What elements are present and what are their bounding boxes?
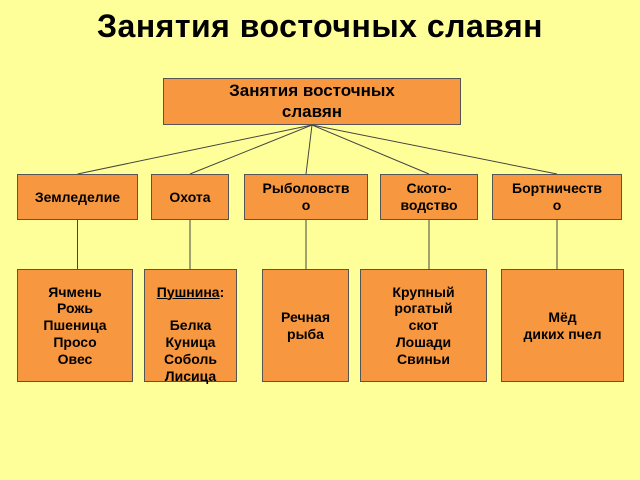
leaf-node-hunting: Пушнина: Белка Куница Соболь Лисица — [144, 269, 237, 384]
root-connectors — [77, 124, 558, 175]
root-connector — [189, 124, 313, 175]
hunting-items: Белка Куница Соболь Лисица — [163, 317, 217, 384]
fur-heading: Пушнина — [156, 283, 220, 300]
leaf-node-beekeeping: Мёд диких пчел — [501, 269, 624, 382]
category-node-hunting: Охота — [151, 174, 229, 220]
category-node-fishing: Рыболовств о — [244, 174, 368, 220]
root-node: Занятия восточных славян — [163, 78, 461, 125]
root-connector — [305, 124, 313, 175]
root-connector — [311, 124, 430, 175]
fur-heading-colon: : — [219, 283, 225, 300]
category-node-cattle: Ското- водство — [380, 174, 478, 220]
leaf-node-cattle: Крупный рогатый скот Лошади Свиньи — [360, 269, 487, 382]
root-connector — [311, 124, 558, 175]
category-node-farming: Земледелие — [17, 174, 138, 220]
leaf-node-farming: Ячмень Рожь Пшеница Просо Овес — [17, 269, 133, 382]
root-connector — [77, 124, 313, 175]
leaf-node-fishing: Речная рыба — [262, 269, 349, 382]
category-node-beekeeping: Бортничеств о — [492, 174, 622, 220]
leaf-connectors — [77, 220, 558, 269]
page-title: Занятия восточных славян — [96, 8, 543, 44]
